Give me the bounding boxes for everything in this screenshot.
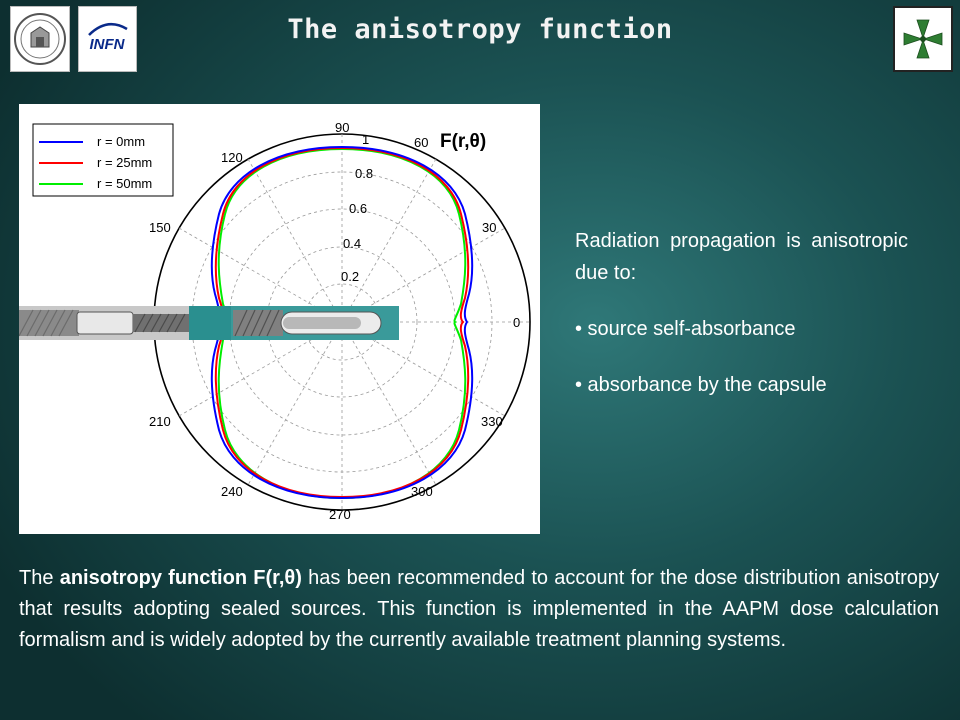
radial-label-0-4: 0.4 — [343, 236, 361, 251]
legend-label-r-25mm: r = 25mm — [97, 155, 152, 170]
bullet-capsule-absorbance: • absorbance by the capsule — [575, 374, 827, 396]
legend-label-r-0mm: r = 0mm — [97, 134, 145, 149]
infn-logo: INFN — [78, 6, 137, 72]
bottom-paragraph: The anisotropy function F(r,θ) has been … — [19, 563, 939, 656]
radial-label-0-2: 0.2 — [341, 269, 359, 284]
legend-label-r-50mm: r = 50mm — [97, 176, 152, 191]
bullet-self-absorbance: • source self-absorbance — [575, 318, 796, 340]
angle-label-240: 240 — [221, 484, 243, 499]
radial-label-0-8: 0.8 — [355, 166, 373, 181]
bottom-text-bold: anisotropy function F(r,θ) — [59, 567, 302, 589]
side-intro: Radiation propagation is anisotropic due… — [575, 230, 908, 284]
angle-label-300: 300 — [411, 484, 433, 499]
angle-label-30: 30 — [482, 220, 496, 235]
angle-label-330: 330 — [481, 414, 503, 429]
university-seal-logo — [10, 6, 70, 72]
legend-box: r = 0mm r = 25mm r = 50mm — [32, 123, 174, 197]
arrows-logo — [893, 6, 953, 72]
angle-label-90: 90 — [335, 120, 349, 135]
angle-label-270: 270 — [329, 507, 351, 522]
bottom-text-post: has been recommended to account for the … — [19, 567, 939, 651]
angle-label-60: 60 — [414, 135, 428, 150]
figure-label: F(r,θ) — [440, 131, 486, 152]
angle-label-0: 0 — [513, 315, 520, 330]
side-explanation: Radiation propagation is anisotropic due… — [575, 225, 908, 401]
radial-label-0-6: 0.6 — [349, 201, 367, 216]
angle-label-210: 210 — [149, 414, 171, 429]
seed-source-image — [19, 306, 399, 340]
radial-label-1: 1 — [362, 132, 369, 147]
svg-text:INFN: INFN — [90, 36, 126, 53]
angle-label-150: 150 — [149, 220, 171, 235]
series-line-r-0mm — [210, 145, 474, 500]
polar-plot-figure: 90 60 30 0 330 300 270 240 210 150 120 1… — [19, 104, 540, 534]
bottom-text-pre: The — [19, 567, 60, 589]
angle-label-120: 120 — [221, 150, 243, 165]
slide-title: The anisotropy function — [287, 14, 673, 45]
